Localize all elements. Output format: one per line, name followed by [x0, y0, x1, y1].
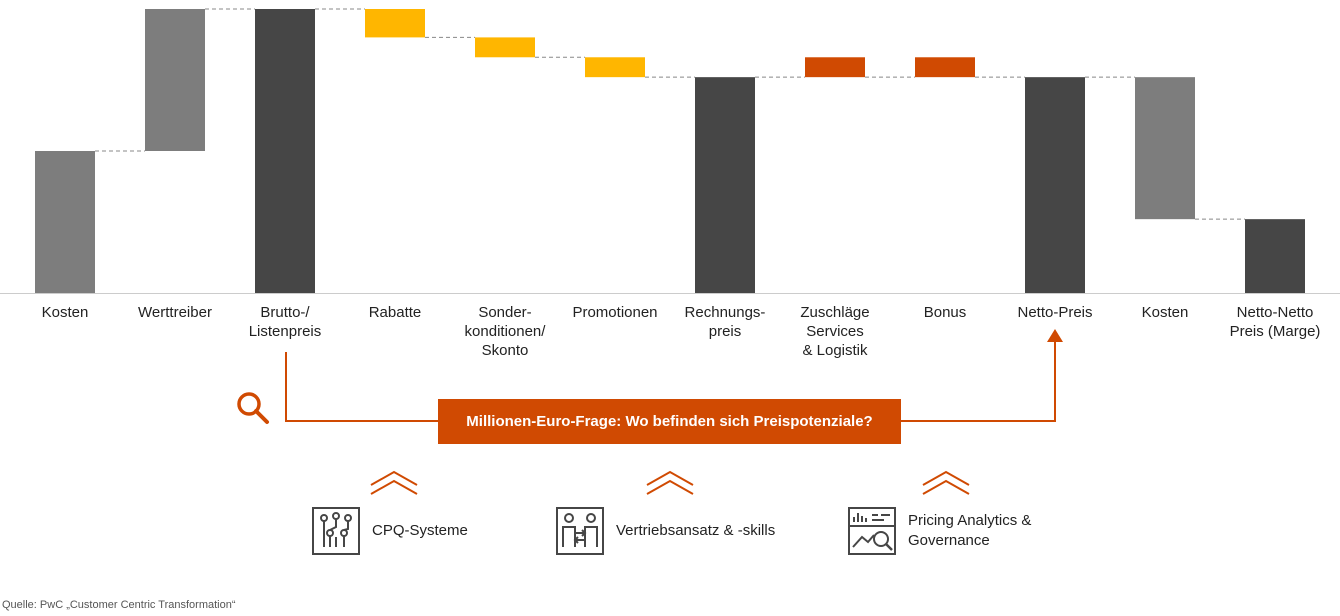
category-label: Kosten	[41, 304, 89, 321]
chevron-up-icon	[646, 470, 694, 495]
category-label: Promotionen	[572, 304, 658, 321]
tool-label: Vertriebsansatz & -skills	[616, 522, 776, 539]
chevron-up-icon	[922, 470, 970, 495]
category-label: Kosten	[1141, 304, 1189, 321]
bar-surcharge	[805, 57, 865, 78]
bar-change	[35, 151, 95, 293]
bar-change	[145, 9, 205, 151]
bar-deduction	[585, 57, 645, 78]
tool-cpq: CPQ-Systeme	[312, 507, 468, 555]
source-note: Quelle: PwC „Customer Centric Transforma…	[2, 599, 236, 611]
analytics-icon	[848, 507, 896, 555]
tool-label: CPQ-Systeme	[372, 522, 468, 539]
bar-surcharge	[915, 57, 975, 78]
category-label: Zuschläge Services & Logistik	[800, 304, 870, 359]
circuit-icon	[312, 507, 360, 555]
bar-deduction	[365, 9, 425, 38]
question-banner: Millionen-Euro-Frage: Wo befinden sich P…	[438, 399, 901, 444]
chevron-up-icon	[370, 470, 418, 495]
tool-analytics: Pricing Analytics & Governance	[848, 507, 1031, 555]
tool-label: Pricing Analytics & Governance	[908, 512, 1032, 549]
category-label: Netto-Preis	[1017, 304, 1093, 321]
bar-total	[1025, 77, 1085, 293]
waterfall-chart	[0, 8, 1340, 294]
bar-total	[1245, 219, 1305, 293]
category-label: Sonder- konditionen/ Skonto	[464, 304, 546, 359]
tool-sales: Vertriebsansatz & -skills	[556, 507, 775, 555]
category-label: Bonus	[923, 304, 967, 321]
category-label: Werttreiber	[138, 304, 212, 321]
arrow-up-icon	[1047, 329, 1063, 342]
people-exchange-icon	[556, 507, 604, 555]
category-label: Brutto-/ Listenpreis	[248, 304, 322, 340]
category-label: Rechnungs- preis	[684, 304, 766, 340]
bar-deduction	[475, 37, 535, 58]
category-label: Netto-Netto Preis (Marge)	[1229, 304, 1321, 340]
search-icon	[237, 392, 269, 424]
bar-total	[255, 9, 315, 293]
bar-change	[1135, 77, 1195, 220]
category-label: Rabatte	[368, 304, 422, 321]
highlight-connector	[285, 329, 1063, 422]
bar-total	[695, 77, 755, 293]
